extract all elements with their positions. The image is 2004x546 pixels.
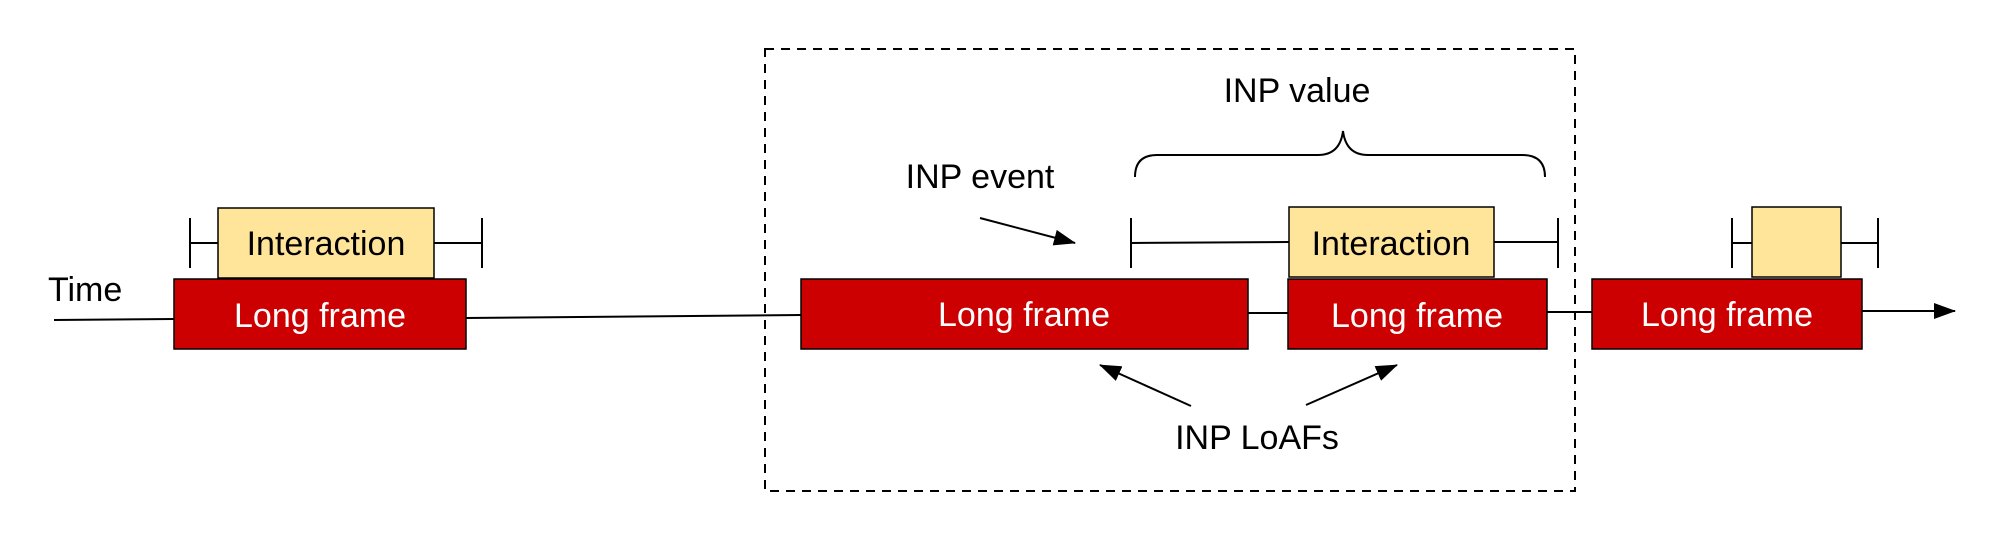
- interaction-label-1: Interaction: [247, 225, 406, 263]
- inp-loafs-label: INP LoAFs: [1175, 419, 1339, 457]
- inp-event-label: INP event: [906, 158, 1055, 196]
- interaction-label-2: Interaction: [1312, 225, 1471, 263]
- inp-value-brace: [1134, 130, 1546, 178]
- interaction-span-3: [1731, 218, 1879, 268]
- inp-value-label: INP value: [1224, 72, 1371, 110]
- inp-event-arrow: [979, 217, 1076, 246]
- long-frame-2: [800, 278, 1249, 350]
- long-frame-label-1: Long frame: [234, 297, 406, 335]
- long-frame-label-2: Long frame: [938, 296, 1110, 334]
- long-frame-label-4: Long frame: [1641, 296, 1813, 334]
- interaction-box-2: [1288, 206, 1495, 278]
- interaction-box-1: [217, 207, 435, 279]
- inp-region-dashed-box: [764, 48, 1576, 492]
- interaction-box-3: [1751, 206, 1842, 278]
- time-label: Time: [48, 271, 122, 309]
- long-frame-4: [1591, 278, 1863, 350]
- long-frame-1: [173, 278, 467, 350]
- interaction-span-1: [189, 218, 483, 268]
- timeline: [53, 303, 1956, 321]
- long-frame-label-3: Long frame: [1331, 297, 1503, 335]
- inp-loafs-arrow-right: [1305, 364, 1398, 406]
- long-frame-3: [1287, 278, 1548, 350]
- inp-loafs-arrow-left: [1099, 364, 1192, 407]
- inp-interaction-span: [1130, 218, 1559, 268]
